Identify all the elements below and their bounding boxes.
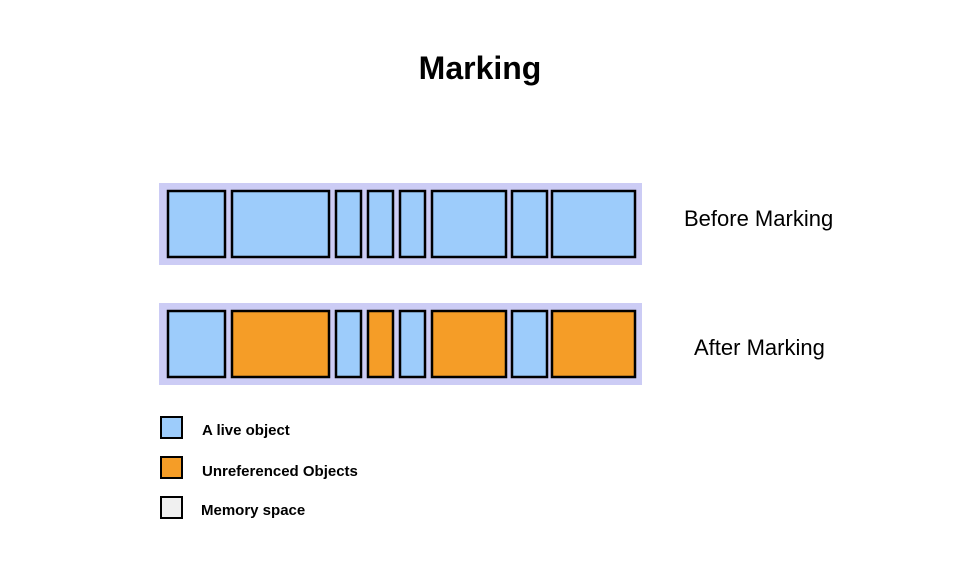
live-object-block [334,189,363,259]
live-object-block [510,309,549,379]
live-object-block [510,189,549,259]
legend-label-unreferenced: Unreferenced Objects [202,463,358,480]
live-object-block [430,189,508,259]
legend-swatch-memory [160,496,183,519]
legend-label-memory: Memory space [201,502,306,519]
diagram-title: Marking [418,50,542,86]
live-object-block [366,189,395,259]
row-label-after: After Marking [694,335,825,360]
legend-swatch-live [160,416,183,439]
row-label-before: Before Marking [684,206,834,231]
live-object-block [334,309,363,379]
live-object-block [166,189,227,259]
unreferenced-object-block [366,309,395,379]
unreferenced-object-block [430,309,508,379]
legend-label-live: A live object [202,422,290,439]
live-object-block [166,309,227,379]
legend-swatch-unreferenced [160,456,183,479]
unreferenced-object-block [550,309,637,379]
live-object-block [550,189,637,259]
live-object-block [398,189,427,259]
live-object-block [398,309,427,379]
live-object-block [230,189,331,259]
unreferenced-object-block [230,309,331,379]
